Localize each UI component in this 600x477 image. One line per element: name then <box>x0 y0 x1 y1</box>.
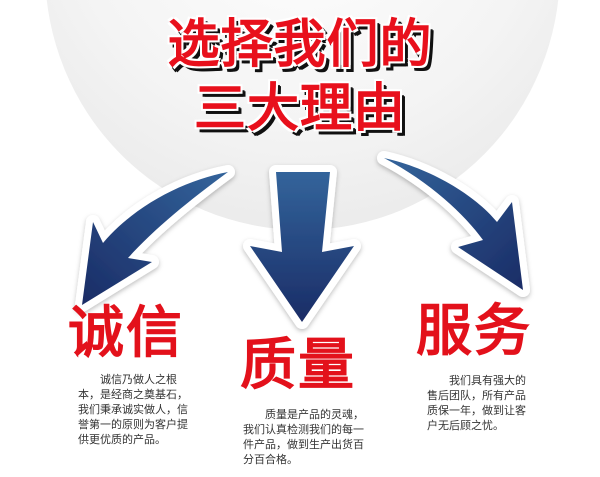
reason-heading-service: 服务 <box>416 299 532 364</box>
reason-heading-integrity: 诚信 <box>68 301 184 366</box>
reason-text-service: 我们具有强大的售后团队，所有产品质保一年，做到让客户无后顾之忧。 <box>427 374 526 432</box>
reason-heading-quality: 质量 <box>240 333 356 398</box>
title-line-2: 三大理由 <box>193 79 406 139</box>
title-line-1: 选择我们的 <box>167 15 433 75</box>
arrow-down-icon <box>243 165 361 329</box>
curved-arrow-down-left-icon <box>75 165 235 312</box>
curved-arrow-down-right-icon <box>377 151 530 297</box>
reason-text-integrity: 诚信乃做人之根本，是经商之奠基石，我们秉承诚实做人，信誉第一的原则为客户提供更优… <box>78 373 188 446</box>
reason-text-quality: 质量是产品的灵魂，我们认真检测我们的每一件产品，做到生产出货百分百合格。 <box>243 408 364 466</box>
